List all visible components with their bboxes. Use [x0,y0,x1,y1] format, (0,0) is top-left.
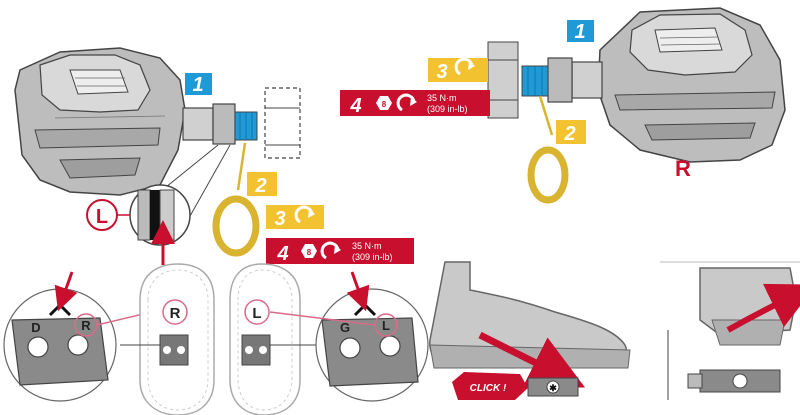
washer-left-icon [212,195,260,257]
side-right-letter: R [675,156,691,181]
step-1-badge-left: 1 [185,73,212,96]
sole-marker-l: L [252,305,261,322]
step-3-number-right: 3 [436,61,447,83]
step-2-badge-right: 2 [556,120,586,145]
cleat-left-marker: R [81,318,91,333]
step-1-number: 1 [192,74,203,96]
cleat-left-letter: D [31,320,40,335]
step-2-number: 2 [254,175,266,197]
hex-key-icon-right [376,96,392,110]
left-side-marker: L [86,199,130,231]
washer-right-icon [527,146,569,204]
step-4-number: 4 [276,243,288,265]
right-pedal [487,7,786,163]
shoe-clip-in-illustration: ✱ [429,261,631,397]
torque-nm-right: 35 N·m [427,93,457,103]
click-text: CLICK ! [470,383,507,394]
hex-key-icon [301,244,317,258]
step-4-badge-left: 4 8 35 N·m (309 in-lb) [266,238,414,265]
cleat-right-letter: G [340,320,350,335]
sole-marker-r: R [170,305,181,322]
leader-line-2-left [236,142,247,191]
torque-inlb-right: (309 in-lb) [427,104,468,114]
step-2-badge-left: 2 [247,172,277,197]
left-pedal [14,47,301,196]
step-3-badge-right: 3 [428,57,488,83]
cleat-right-marker: L [382,318,390,333]
step-2-number-right: 2 [563,123,575,145]
leader-line-2-right [538,95,554,136]
hex-size-right: 8 [382,100,387,109]
left-detail-callout [129,144,231,265]
step-3-badge-left: 3 [266,205,324,230]
svg-text:✱: ✱ [549,383,557,393]
torque-nm: 35 N·m [352,241,382,251]
step-4-badge-right: 4 8 35 N·m (309 in-lb) [340,90,490,117]
cleat-closeup-right: G L [269,271,429,402]
shoe-sole-left-foot: L [229,263,318,415]
step-1-number-right: 1 [574,21,585,43]
shoe-release-illustration [660,261,800,400]
click-badge: CLICK ! [452,372,528,400]
cleat-closeup-left: D R [3,271,161,402]
shoe-sole-right-foot: R [120,263,215,415]
step-1-badge-right: 1 [567,20,594,43]
step-3-number: 3 [274,208,285,230]
torque-inlb: (309 in-lb) [352,252,393,262]
step-4-number-right: 4 [349,95,361,117]
side-left-letter: L [96,206,108,228]
hex-size: 8 [307,248,312,257]
